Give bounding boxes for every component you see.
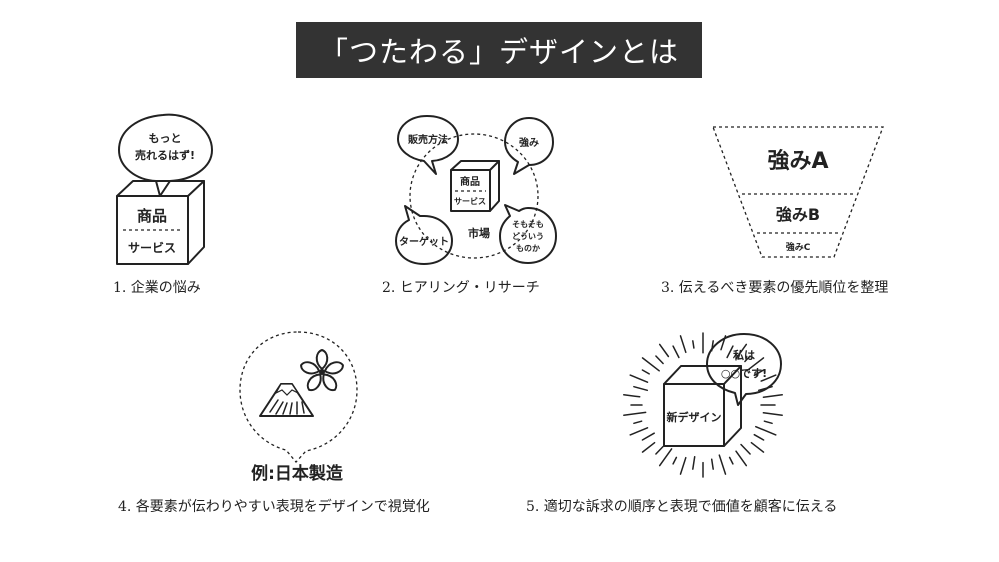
cherry-blossom-icon — [300, 349, 344, 392]
step-2-bubble-essence: そもそも どういう ものか — [499, 204, 557, 264]
radiating-line — [629, 427, 649, 436]
svg-text:そもそも: そもそも — [512, 220, 544, 229]
step-2-center-top-label: 商品 — [460, 175, 480, 188]
step-5-caption: 5. 適切な訴求の順序と表現で価値を顧客に伝える — [526, 498, 837, 515]
radiating-line — [641, 369, 650, 375]
step-1-bubble-line-1: もっと — [149, 132, 182, 145]
radiating-line — [763, 420, 773, 425]
svg-text:どういう: どういう — [512, 231, 544, 241]
step-1-illustration: もっと 売れるはず! 商品 サービス 1. 企業の悩み — [113, 113, 213, 296]
radiating-line — [735, 450, 748, 467]
step-5-speech-bubble: 私は ○○です! — [706, 333, 782, 406]
svg-text:ターゲット: ターゲット — [399, 235, 449, 248]
radiating-line — [641, 441, 656, 453]
step-2-bubble-sales-method: 販売方法 — [397, 115, 459, 175]
step-5-new-design-box: 新デザイン — [663, 365, 742, 447]
radiating-line — [672, 345, 680, 359]
radiating-line — [633, 420, 643, 425]
radiating-lines — [623, 332, 783, 478]
step-1-bubble-line-2: 売れるはず! — [135, 148, 195, 162]
svg-text:ものか: ものか — [516, 244, 540, 253]
radiating-line — [679, 456, 687, 475]
radiating-line — [623, 411, 647, 416]
priority-level-a: 強みA — [767, 148, 828, 174]
radiating-line — [710, 458, 714, 470]
step-1-box-top-label: 商品 — [137, 207, 167, 225]
radiating-line — [746, 357, 765, 372]
step-3-caption: 3. 伝えるべき要素の優先順位を整理 — [661, 280, 888, 296]
radiating-line — [762, 394, 783, 398]
priority-level-b: 強みB — [776, 205, 820, 224]
step-2-illustration: 商品 サービス 販売方法 強み ターゲット 市場 そも — [382, 115, 557, 296]
radiating-line — [753, 433, 765, 441]
radiating-line — [755, 425, 777, 436]
step-2-bubble-strength: 強み — [504, 117, 554, 175]
radiating-line — [750, 441, 765, 453]
radiating-line — [679, 335, 687, 354]
step-4-illustration: 例:日本製造 4. 各要素が伝わりやすい表現をデザインで視覚化 — [118, 331, 430, 515]
radiating-line — [692, 340, 695, 349]
priority-level-c: 強みC — [786, 241, 811, 253]
radiating-line — [655, 355, 664, 365]
radiating-line — [633, 385, 649, 392]
step-2-bubble-target: ターゲット — [395, 205, 453, 265]
radiating-line — [760, 374, 777, 382]
step-2-center-bottom-label: サービス — [454, 196, 486, 206]
mount-fuji-icon — [259, 383, 314, 417]
radiating-line — [672, 456, 678, 465]
radiating-line — [744, 355, 751, 363]
radiating-line — [655, 445, 664, 455]
page-title: 「つたわる」デザインとは — [296, 22, 702, 78]
step-5-bubble-line-2: ○○です! — [721, 367, 767, 380]
radiating-line — [629, 374, 649, 383]
radiating-line — [641, 357, 660, 372]
step-2-market-label: 市場 — [468, 226, 490, 240]
step-5-box-label: 新デザイン — [667, 410, 722, 424]
radiating-line — [623, 394, 641, 398]
svg-text:強み: 強み — [519, 136, 539, 149]
step-4-caption: 4. 各要素が伝わりやすい表現をデザインで視覚化 — [118, 498, 430, 515]
svg-text:販売方法: 販売方法 — [408, 133, 448, 146]
step-2-caption: 2. ヒアリング・リサーチ — [382, 280, 540, 296]
step-5-bubble-line-1: 私は — [733, 348, 755, 362]
step-5-illustration: 新デザイン 私は ○○です! 5. 適切な訴求の順序と表現で価値を顧客に伝える — [526, 332, 837, 515]
radiating-line — [692, 455, 696, 470]
radiating-line — [735, 343, 748, 360]
radiating-line — [762, 412, 783, 416]
step-1-speech-bubble: もっと 売れるはず! — [118, 113, 213, 197]
radiating-line — [753, 369, 765, 377]
step-1-box-bottom-label: サービス — [128, 240, 176, 255]
step-1-caption: 1. 企業の悩み — [113, 279, 201, 296]
radiating-line — [658, 343, 670, 358]
step-3-illustration: 強みA 強みB 強みC 3. 伝えるべき要素の優先順位を整理 — [661, 126, 888, 296]
radiating-line — [726, 345, 734, 359]
step-4-example-label: 例:日本製造 — [251, 463, 344, 484]
radiating-line — [728, 456, 734, 465]
radiating-line — [718, 454, 727, 475]
step-2-center-box: 商品 サービス — [450, 160, 500, 212]
radiating-line — [641, 432, 655, 441]
radiating-line — [740, 443, 751, 455]
step-1-product-box: 商品 サービス — [116, 180, 205, 265]
radiating-line — [658, 448, 673, 467]
